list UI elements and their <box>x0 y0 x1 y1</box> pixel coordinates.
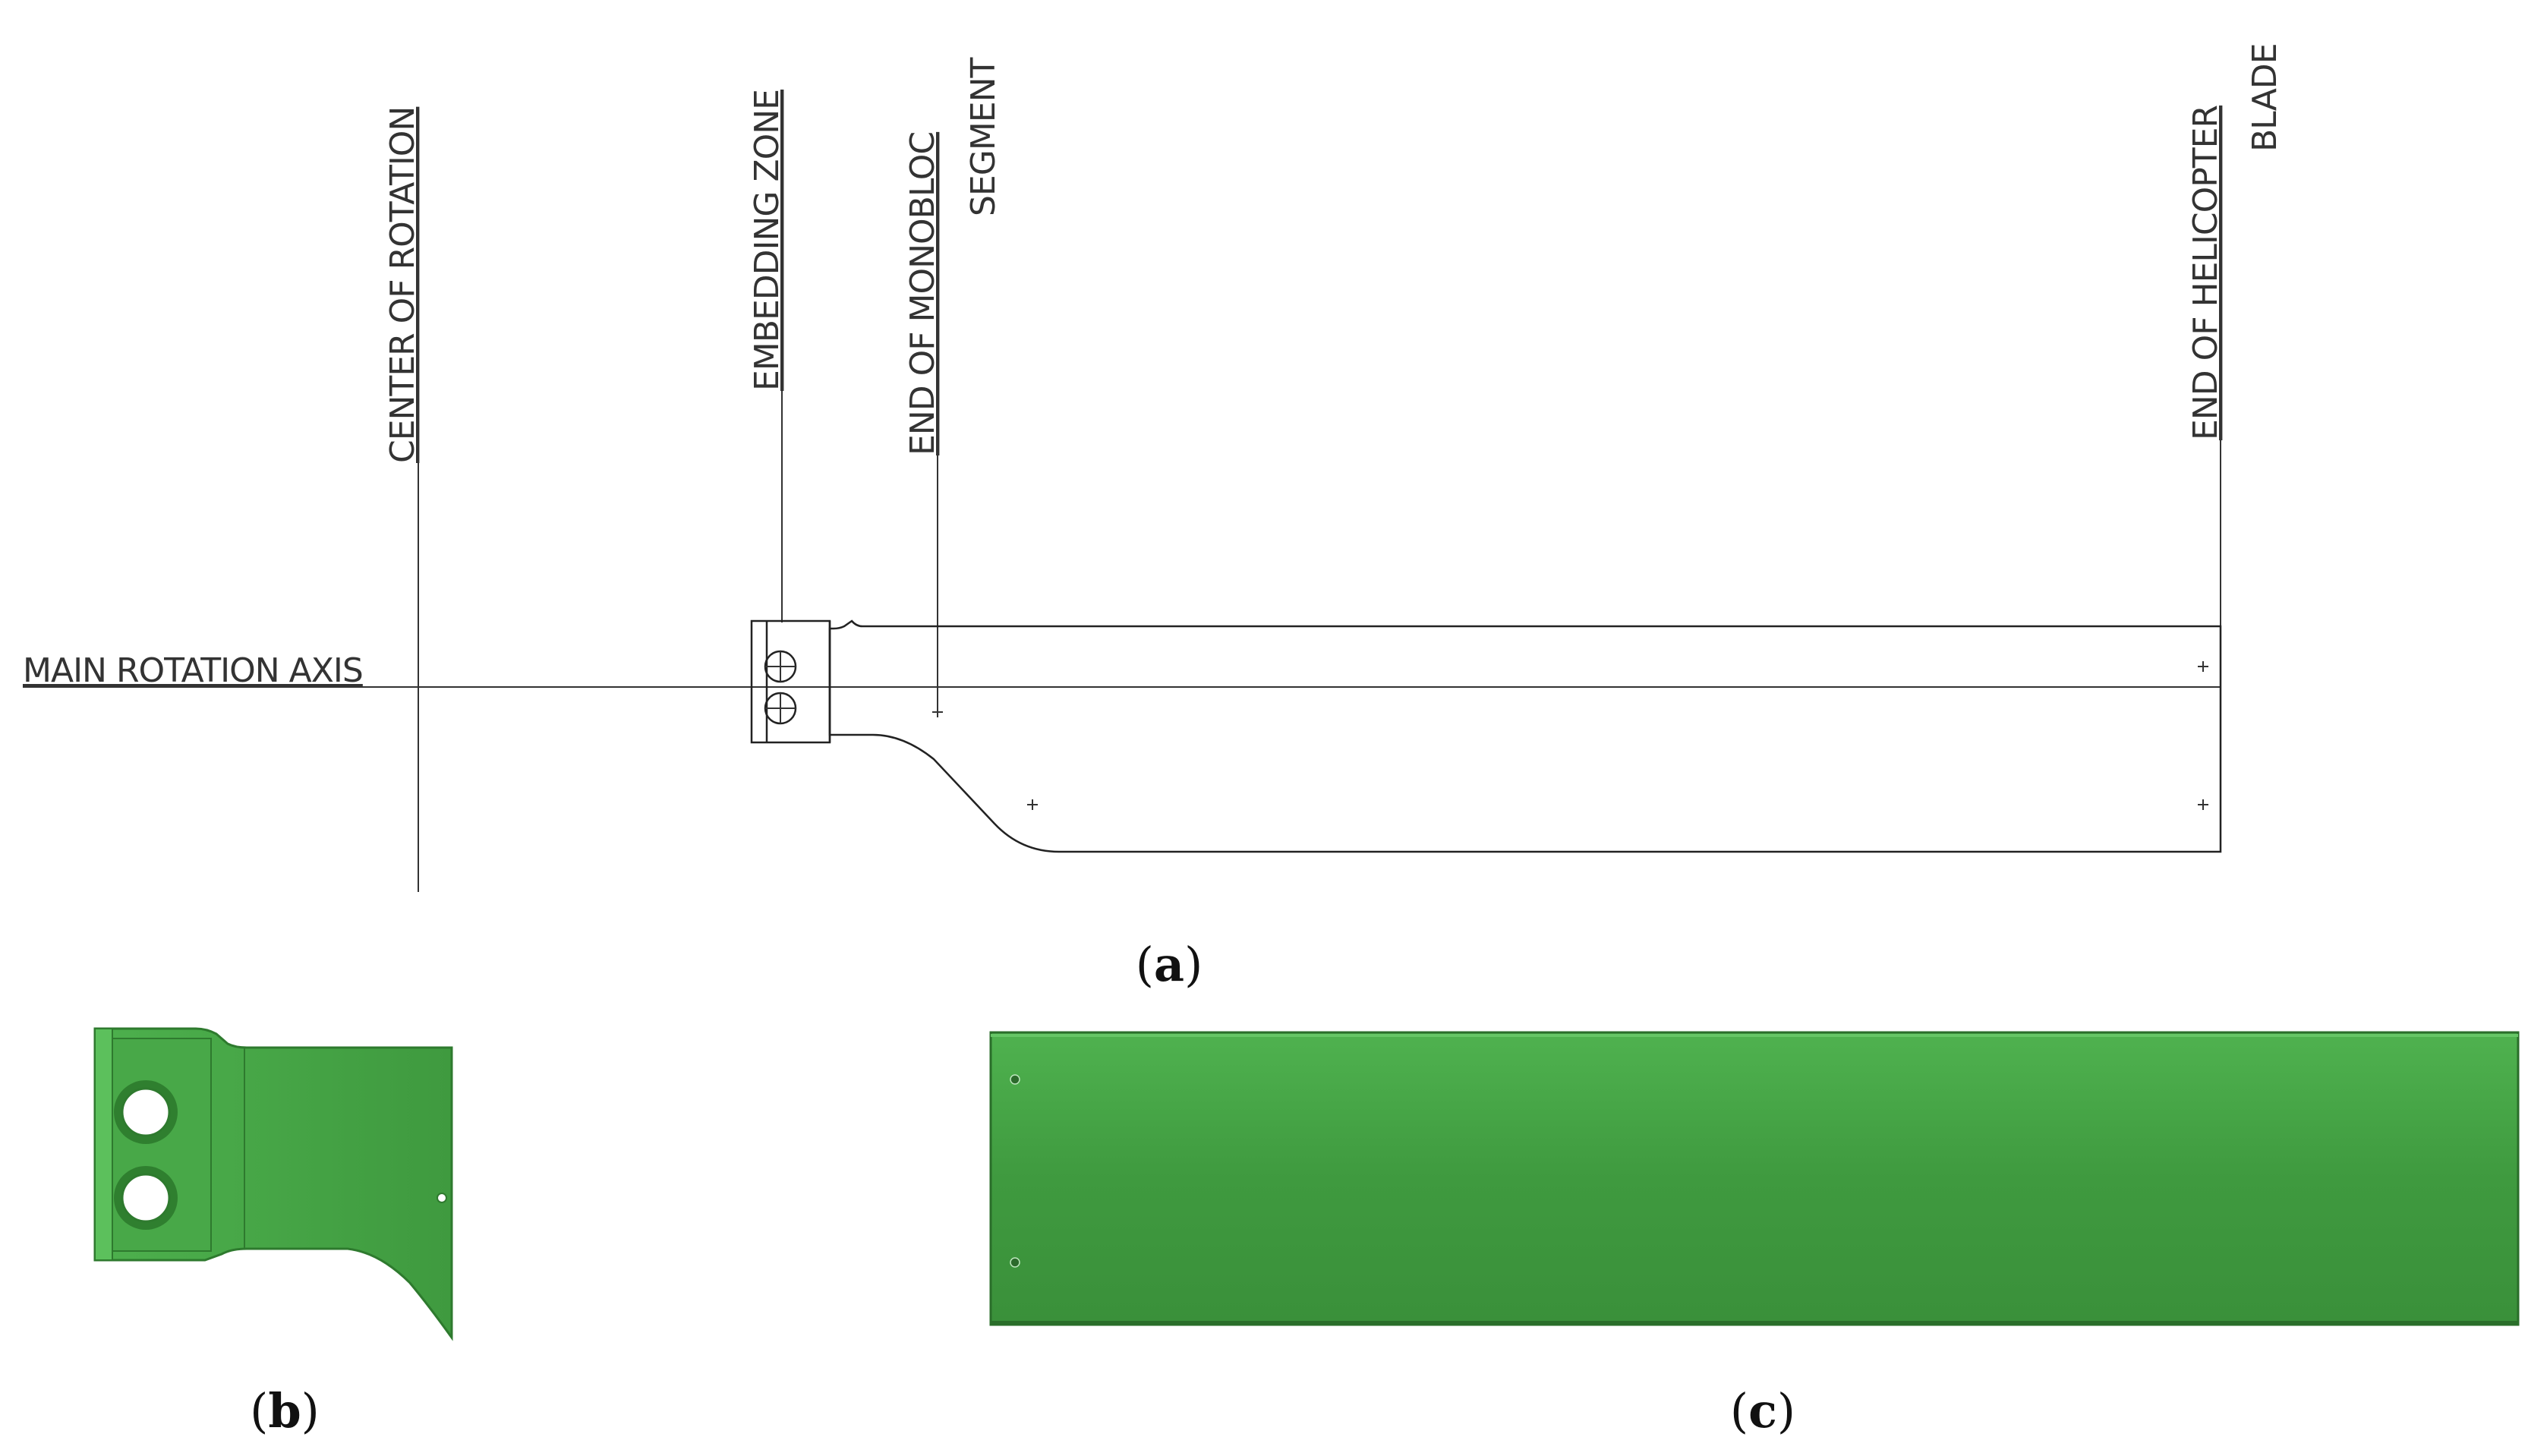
panel-c-blade-segment <box>989 1031 2520 1326</box>
blade-outline <box>828 619 2222 853</box>
ref-mark-3 <box>2198 661 2208 672</box>
root-hole-bottom <box>114 1166 178 1230</box>
root-hole-top <box>114 1080 178 1144</box>
caption-b: (b) <box>250 1383 320 1439</box>
caption-c: (c) <box>1730 1383 1795 1439</box>
end-of-monobloc-label-line2: SEGMENT <box>964 57 1003 216</box>
panel-a-drawing: MAIN ROTATION AXIS CENTER OF ROTATION EM… <box>23 44 2284 892</box>
blade-segment-body <box>989 1031 2520 1326</box>
ref-mark-4 <box>2198 799 2208 810</box>
main-rotation-axis-label: MAIN ROTATION AXIS <box>23 651 363 690</box>
ref-mark-1 <box>932 707 943 717</box>
root-pin-hole <box>437 1193 447 1203</box>
root-segment-flange <box>94 1028 113 1261</box>
bolt-hole-bottom <box>764 692 797 725</box>
embedding-zone-label: EMBEDDING ZONE <box>748 90 786 391</box>
center-of-rotation-label: CENTER OF ROTATION <box>383 107 422 463</box>
root-block <box>750 619 831 744</box>
blade-segment-hole-bottom <box>1010 1257 1020 1268</box>
panel-b-root-segment <box>93 1027 453 1341</box>
caption-a: (a) <box>1136 937 1203 992</box>
end-of-blade-label-line1: END OF HELICOPTER <box>2186 106 2225 440</box>
end-of-blade-label-line2: BLADE <box>2246 44 2284 153</box>
bolt-hole-top <box>764 650 797 683</box>
ref-mark-2 <box>1027 799 1038 810</box>
end-of-monobloc-label-line1: END OF MONOBLOC <box>903 132 942 455</box>
blade-segment-hole-top <box>1010 1074 1020 1085</box>
